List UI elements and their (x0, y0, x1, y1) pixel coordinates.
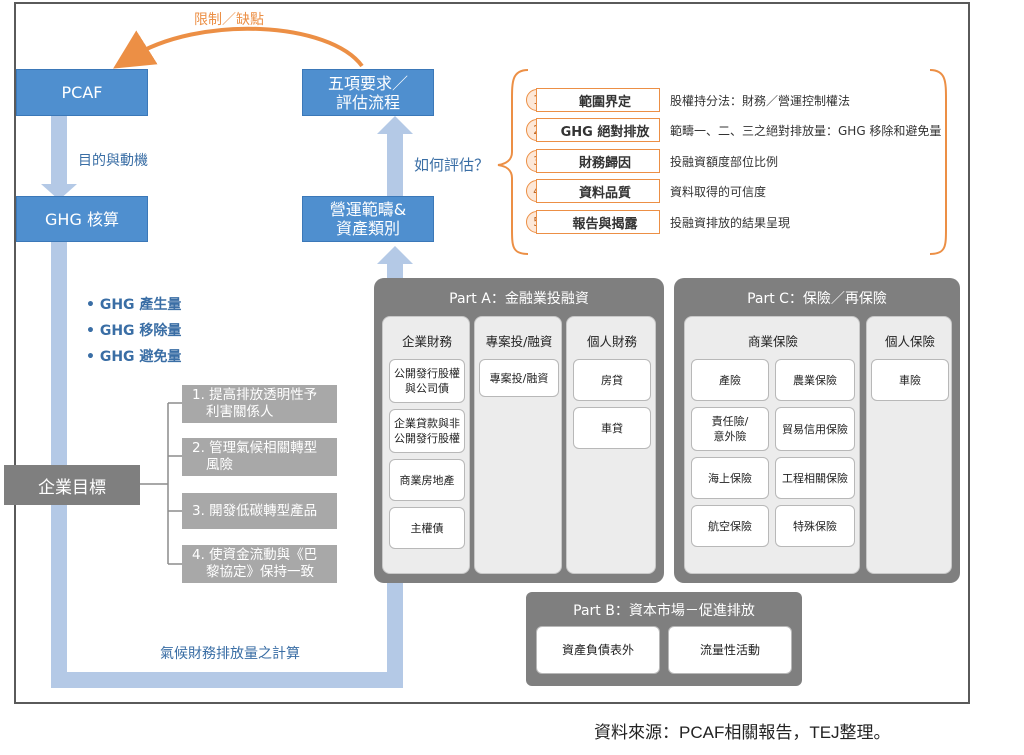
goal-item-2: 2. 管理氣候相關轉型風險 (182, 438, 337, 476)
requirement-desc: 範疇一、二、三之絕對排放量：GHG 移除和避免量 (670, 124, 942, 138)
card-trade-credit-insurance: 貿易信用保險 (775, 407, 855, 451)
arrow-head-middle-up (377, 116, 413, 134)
card-engineering-insurance: 工程相關保險 (775, 457, 855, 499)
requirement-desc: 資料取得的可信度 (670, 185, 767, 199)
part-c-panel: Part C：保險／再保險 商業保險 產險 農業保險 責任險/意外險 貿易信用保… (674, 278, 960, 583)
arrow-shaft-ghg-down (51, 242, 67, 686)
requirement-row: 3 財務歸因 投融資額度部位比例 (526, 149, 946, 173)
part-a-column-corporate: 企業財務 公開發行股權與公司債 企業貸款與非公開發行股權 商業房地產 主權債 (382, 316, 470, 574)
card-business-loans: 企業貸款與非公開發行股權 (389, 409, 465, 453)
operating-scope-line2: 資產類別 (335, 219, 400, 238)
card-off-balance-sheet: 資產負債表外 (536, 626, 660, 674)
requirement-desc: 投融資額度部位比例 (670, 155, 779, 169)
card-mortgage: 房貸 (573, 359, 651, 401)
requirement-desc: 投融資排放的結果呈現 (670, 216, 791, 230)
card-project-finance: 專案投/融資 (479, 359, 559, 397)
requirement-label: 財務歸因 (536, 149, 660, 173)
requirement-row: 2 GHG 絕對排放 範疇一、二、三之絕對排放量：GHG 移除和避免量 (526, 118, 946, 142)
requirement-label: 報告與揭露 (536, 210, 660, 234)
ghg-bullet-list: • GHG 產生量 • GHG 移除量 • GHG 避免量 (86, 294, 181, 372)
five-requirements-line1: 五項要求／ (327, 73, 408, 93)
goal-item-4: 4. 使資金流動與《巴黎協定》保持一致 (182, 545, 337, 583)
corporate-goal-label: 企業目標 (38, 477, 106, 498)
card-agriculture-insurance: 農業保險 (775, 359, 855, 401)
operating-scope-line1: 營運範疇& (329, 200, 407, 219)
card-marine-insurance: 海上保險 (691, 457, 769, 499)
five-requirements-line2: 評估流程 (335, 92, 400, 112)
card-auto-insurance: 車險 (871, 359, 949, 401)
purpose-label: 目的與動機 (78, 153, 148, 169)
corporate-goal-box: 企業目標 (4, 465, 140, 505)
source-footnote: 資料來源：PCAF相關報告，TEJ整理。 (594, 723, 891, 742)
part-b-panel: Part B：資本市場－促進排放 資產負債表外 流量性活動 (526, 592, 802, 686)
card-flow-activities: 流量性活動 (668, 626, 792, 674)
column-title: 個人保險 (884, 334, 935, 349)
ghg-bullet-item: • GHG 產生量 (86, 297, 182, 313)
card-property-insurance: 產險 (691, 359, 769, 401)
limits-label: 限制／缺點 (194, 12, 264, 28)
part-a-column-personal: 個人財務 房貸 車貸 (566, 316, 656, 574)
right-brace (929, 69, 947, 255)
requirement-row: 1 範圍界定 股權持分法：財務／營運控制權法 (526, 88, 946, 112)
limits-curve-arrow (113, 26, 364, 69)
pcaf-box: PCAF (16, 69, 148, 116)
part-a-column-project: 專案投/融資 專案投/融資 (474, 316, 562, 574)
bottom-calc-label: 氣候財務排放量之計算 (160, 646, 300, 662)
column-title: 個人財務 (586, 334, 637, 349)
part-c-column-commercial: 商業保險 產險 農業保險 責任險/意外險 貿易信用保險 海上保險 工程相關保險 … (684, 316, 860, 574)
ghg-bullet-item: • GHG 避免量 (86, 349, 182, 365)
requirement-row: 4 資料品質 資料取得的可信度 (526, 179, 946, 203)
card-car-loan: 車貸 (573, 407, 651, 449)
five-requirements-box: 五項要求／ 評估流程 (302, 69, 434, 116)
arrow-shaft-middle-up (387, 132, 403, 196)
arrow-head-right-up (377, 246, 413, 264)
column-title: 專案投/融資 (485, 334, 553, 349)
part-c-column-personal: 個人保險 車險 (866, 316, 952, 574)
part-a-title: Part A：金融業投融資 (449, 291, 589, 307)
operating-scope-box: 營運範疇& 資產類別 (302, 196, 434, 242)
arrow-shaft-bottom (51, 672, 403, 688)
card-aviation-insurance: 航空保險 (691, 505, 769, 547)
requirement-label: GHG 絕對排放 (536, 118, 660, 142)
requirement-label: 範圍界定 (536, 88, 660, 112)
card-listed-equity: 公開發行股權與公司債 (389, 359, 465, 403)
ghg-bullet-item: • GHG 移除量 (86, 323, 182, 339)
card-liability-insurance: 責任險/意外險 (691, 407, 769, 451)
card-sovereign-debt: 主權債 (389, 507, 465, 549)
how-evaluate-label: 如何評估？ (414, 156, 490, 174)
part-b-title: Part B：資本市場－促進排放 (573, 603, 755, 619)
column-title: 商業保險 (747, 334, 798, 349)
requirements-list: 1 範圍界定 股權持分法：財務／營運控制權法 2 GHG 絕對排放 範疇一、二、… (526, 88, 946, 238)
requirement-row: 5 報告與揭露 投融資排放的結果呈現 (526, 210, 946, 234)
card-special-insurance: 特殊保險 (775, 505, 855, 547)
column-title: 企業財務 (401, 334, 452, 349)
part-c-title: Part C：保險／再保險 (747, 291, 887, 307)
goal-item-1: 1. 提高排放透明性予利害關係人 (182, 385, 337, 423)
requirement-label: 資料品質 (536, 179, 660, 203)
arrow-head-pcaf-ghg (41, 184, 77, 200)
arrow-shaft-pcaf-ghg (51, 116, 67, 186)
ghg-accounting-box: GHG 核算 (16, 196, 148, 242)
part-a-panel: Part A：金融業投融資 企業財務 公開發行股權與公司債 企業貸款與非公開發行… (374, 278, 664, 583)
left-brace (497, 69, 529, 255)
ghg-accounting-label: GHG 核算 (45, 209, 119, 229)
pcaf-label: PCAF (61, 83, 103, 102)
card-commercial-real-estate: 商業房地產 (389, 459, 465, 501)
goal-item-3: 3. 開發低碳轉型產品 (182, 493, 337, 529)
requirement-desc: 股權持分法：財務／營運控制權法 (670, 94, 851, 108)
